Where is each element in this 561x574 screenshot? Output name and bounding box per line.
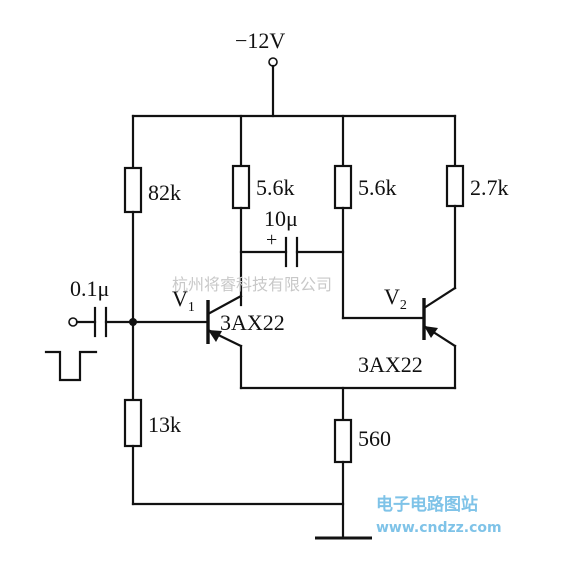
resistor-r2: 5.6k bbox=[231, 114, 295, 307]
transistor-v2-sub: 2 bbox=[400, 298, 407, 313]
transistor-v1-model: 3AX22 bbox=[220, 310, 285, 335]
capacitor-input-label: 0.1μ bbox=[70, 276, 109, 301]
input-pulse-symbol bbox=[44, 350, 98, 382]
transistor-v1-sub: 1 bbox=[188, 300, 195, 315]
resistor-r6-label: 560 bbox=[358, 426, 391, 451]
resistor-r2-label: 5.6k bbox=[256, 175, 295, 200]
transistor-v1-name: V bbox=[172, 286, 188, 311]
capacitor-coupling: 10μ + bbox=[239, 206, 345, 268]
svg-text:V1: V1 bbox=[172, 286, 195, 315]
resistor-r1-label: 82k bbox=[148, 180, 181, 205]
watermark-site-url: www.cndzz.com bbox=[376, 520, 502, 536]
resistor-r5-label: 13k bbox=[148, 412, 181, 437]
supply-label: −12V bbox=[235, 28, 285, 53]
watermark-site-name: 电子电路图站 bbox=[376, 494, 478, 515]
resistor-r3-label: 5.6k bbox=[358, 175, 397, 200]
watermark-company: 杭州将睿科技有限公司 bbox=[172, 275, 332, 294]
capacitor-coupling-label: 10μ bbox=[264, 206, 298, 231]
resistor-r6: 560 bbox=[333, 386, 391, 539]
resistor-r1: 82k bbox=[123, 114, 181, 402]
capacitor-polarity-label: + bbox=[266, 229, 277, 251]
svg-text:V2: V2 bbox=[384, 284, 407, 313]
supply-terminal: −12V bbox=[235, 28, 285, 118]
capacitor-input: 0.1μ bbox=[70, 276, 135, 338]
transistor-v2-model: 3AX22 bbox=[358, 352, 423, 377]
transistor-v2-name: V bbox=[384, 284, 400, 309]
resistor-r3: 5.6k bbox=[333, 114, 397, 320]
resistor-r4-label: 2.7k bbox=[470, 175, 509, 200]
v1-emitter-arrow bbox=[208, 330, 222, 342]
transistor-v1: V1 3AX22 bbox=[172, 286, 285, 390]
resistor-r5: 13k bbox=[123, 398, 181, 506]
resistor-r4: 2.7k bbox=[445, 114, 509, 290]
v2-emitter-arrow bbox=[424, 326, 438, 338]
input-terminal bbox=[44, 317, 98, 382]
transistor-v2: V2 3AX22 bbox=[358, 284, 457, 390]
